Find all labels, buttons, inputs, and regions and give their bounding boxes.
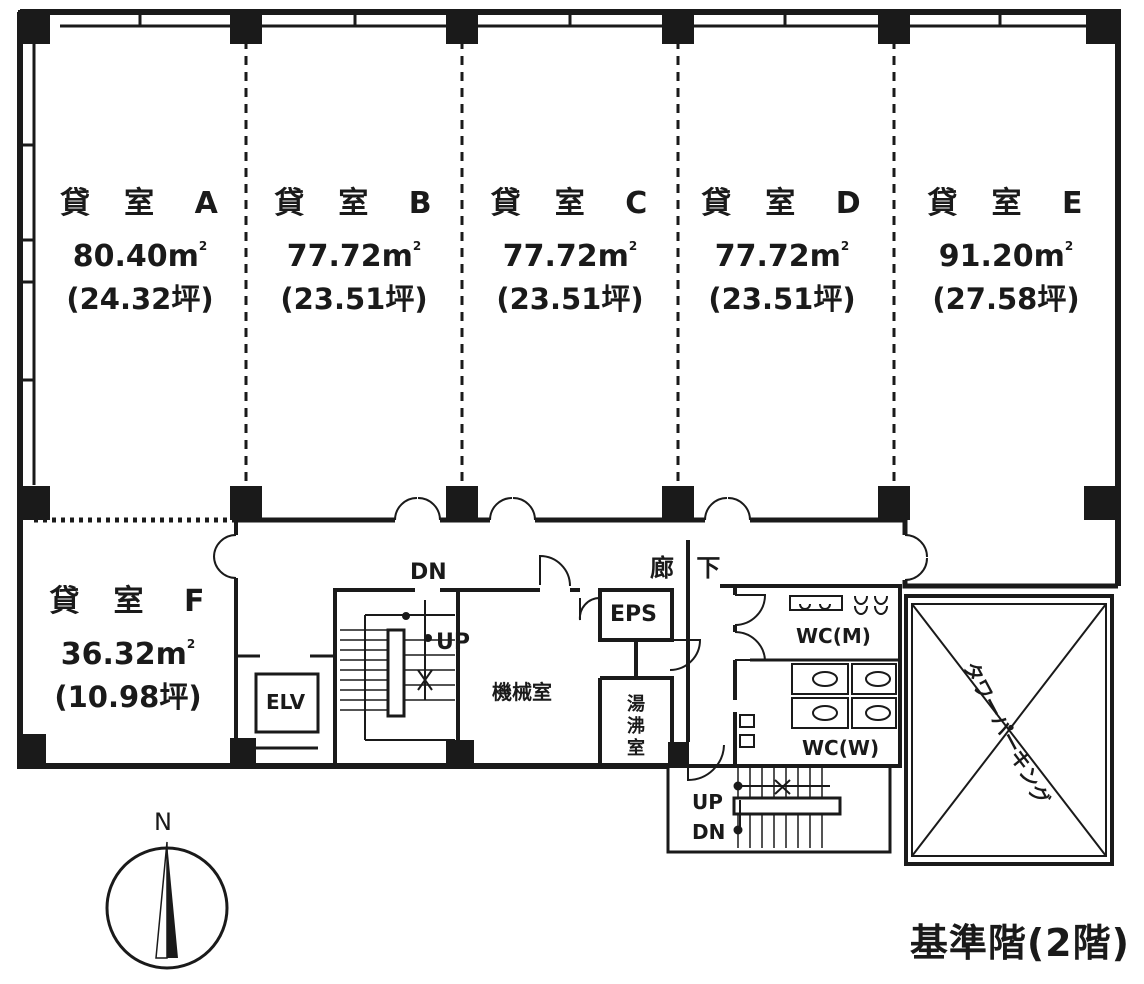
stair-dn-label: DN — [410, 560, 447, 585]
room-a-name: 貸 室 A — [60, 186, 220, 221]
tenant-divisions — [244, 40, 896, 486]
wc-fixtures — [739, 595, 897, 748]
wc-women-label: WC(W) — [802, 736, 880, 760]
room-d-area: 77.72m2 — [714, 239, 850, 274]
stair-south-up-label: UP — [692, 790, 723, 814]
room-c-tsubo: (23.51坪) — [496, 282, 644, 316]
room-e-label: 貸 室 E 91.20m2 (27.58坪) — [906, 186, 1106, 317]
room-c-area: 77.72m2 — [502, 239, 638, 274]
room-c-name: 貸 室 C — [490, 186, 650, 221]
stair-south — [666, 766, 892, 854]
room-a-area: 80.40m2 — [72, 239, 208, 274]
room-a-label: 貸 室 A 80.40m2 (24.32坪) — [40, 186, 240, 317]
room-c-label: 貸 室 C 77.72m2 (23.51坪) — [470, 186, 670, 317]
north-compass — [105, 841, 229, 970]
north-label: N — [154, 808, 172, 836]
room-b-tsubo: (23.51坪) — [280, 282, 428, 316]
room-d-name: 貸 室 D — [701, 186, 863, 221]
room-f-tsubo: (10.98坪) — [54, 680, 202, 714]
eps-label: EPS — [610, 602, 657, 627]
room-f-area: 36.32m2 — [60, 637, 196, 672]
stair-west — [340, 600, 455, 741]
kettle-room-label: 湯沸室 — [627, 694, 645, 759]
room-e-area: 91.20m2 — [938, 239, 1074, 274]
room-a-tsubo: (24.32坪) — [66, 282, 214, 316]
room-d-label: 貸 室 D 77.72m2 (23.51坪) — [682, 186, 882, 317]
tower-parking-area — [904, 594, 1114, 866]
room-f-label: 貸 室 F 36.32m2 (10.98坪) — [28, 584, 228, 715]
core-walls — [236, 540, 902, 768]
elevator-label: ELV — [266, 690, 306, 714]
room-e-tsubo: (27.58坪) — [932, 282, 1080, 316]
stair-up-label: UP — [436, 630, 470, 655]
room-d-tsubo: (23.51坪) — [708, 282, 856, 316]
corridor-label: 廊 下 — [650, 554, 721, 582]
columns — [18, 10, 1120, 768]
room-e-name: 貸 室 E — [927, 186, 1085, 221]
room-b-label: 貸 室 B 77.72m2 (23.51坪) — [254, 186, 454, 317]
floor-title: 基準階(2階) — [909, 921, 1130, 965]
stair-south-dn-label: DN — [692, 820, 726, 844]
wc-men-label: WC(M) — [796, 624, 871, 648]
room-b-name: 貸 室 B — [274, 186, 434, 221]
room-b-area: 77.72m2 — [286, 239, 422, 274]
machine-room-label: 機械室 — [492, 680, 552, 704]
room-f-name: 貸 室 F — [49, 584, 207, 619]
